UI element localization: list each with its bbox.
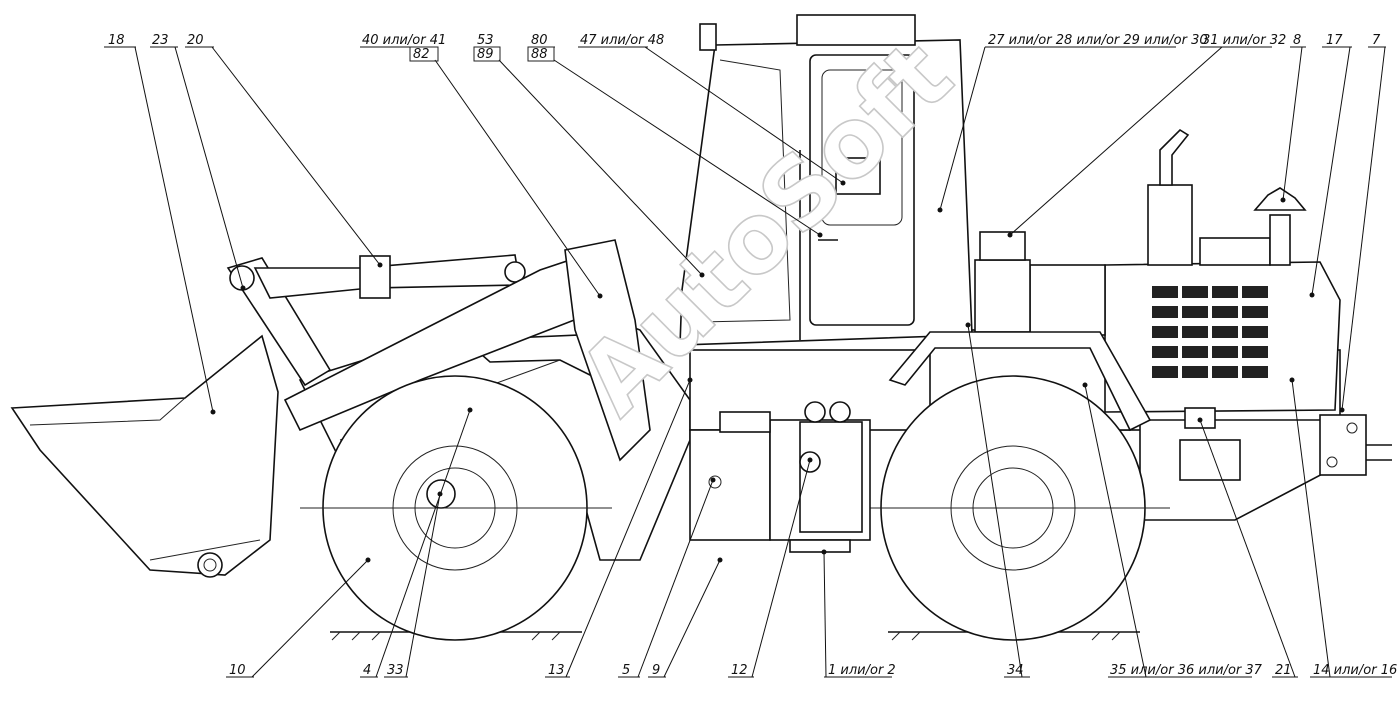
bucket bbox=[10, 334, 279, 578]
rear-fender bbox=[888, 331, 1152, 432]
callout-27-30: 27 или/or 28 или/or 29 или/or 30 bbox=[988, 33, 1208, 48]
leader-lines bbox=[134, 46, 1386, 678]
callout-31-32: 31 или/or 32 bbox=[1202, 33, 1286, 48]
drivetrain-center bbox=[689, 401, 871, 553]
engine-hood bbox=[974, 128, 1341, 429]
callout-4: 4 bbox=[363, 663, 371, 678]
callout-34: 34 bbox=[1007, 663, 1024, 678]
callout-5: 5 bbox=[622, 663, 630, 678]
callout-53: 53 bbox=[477, 33, 494, 48]
callout-14-16: 14 или/or 16 bbox=[1313, 663, 1397, 678]
callout-8: 8 bbox=[1293, 33, 1301, 48]
callout-17: 17 bbox=[1326, 33, 1343, 48]
callout-7: 7 bbox=[1372, 33, 1381, 48]
rear-wheel bbox=[860, 375, 1170, 641]
callout-88: 88 bbox=[531, 47, 548, 62]
radiator-grille bbox=[1152, 286, 1268, 378]
callout-21: 21 bbox=[1275, 663, 1292, 678]
callout-18: 18 bbox=[108, 33, 125, 48]
leader-dots bbox=[210, 180, 1345, 563]
callout-82: 82 bbox=[413, 47, 430, 62]
callout-13: 13 bbox=[548, 663, 565, 678]
callout-40-41: 40 или/or 41 bbox=[362, 33, 446, 48]
callout-89: 89 bbox=[477, 47, 494, 62]
label-boxes bbox=[409, 46, 555, 62]
callout-33: 33 bbox=[387, 663, 404, 678]
callout-10: 10 bbox=[229, 663, 246, 678]
callout-1-2: 1 или/or 2 bbox=[828, 663, 896, 678]
callout-labels: 18 23 20 40 или/or 41 82 53 89 80 88 47 … bbox=[108, 33, 1397, 678]
loader-boom bbox=[226, 239, 651, 462]
operator-cab bbox=[679, 14, 973, 346]
callout-12: 12 bbox=[731, 663, 748, 678]
callout-80: 80 bbox=[531, 33, 548, 48]
callout-35-37: 35 или/or 36 или/or 37 bbox=[1110, 663, 1263, 678]
callout-47-48: 47 или/or 48 bbox=[580, 33, 664, 48]
callout-20: 20 bbox=[187, 33, 204, 48]
callout-23: 23 bbox=[152, 33, 169, 48]
callout-9: 9 bbox=[652, 663, 660, 678]
label-underlines bbox=[104, 46, 1392, 678]
